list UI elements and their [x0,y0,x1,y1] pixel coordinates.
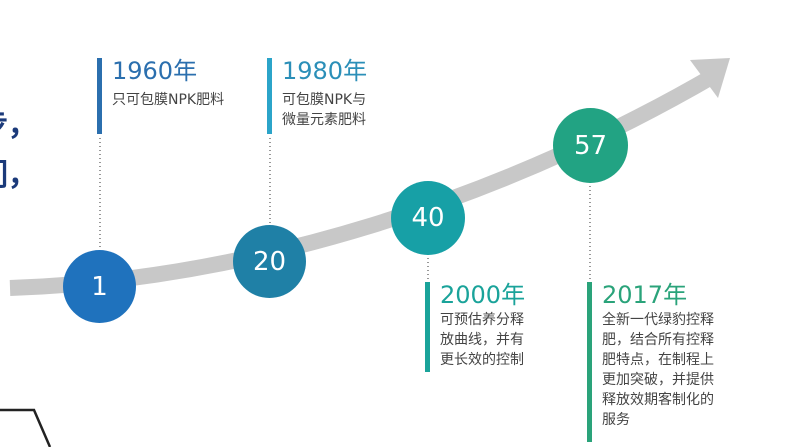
milestone-desc: 可预估养分释 放曲线，并有 更长效的控制 [440,312,524,368]
milestone-desc: 只可包膜NPK肥料 [112,92,225,108]
milestone-year: 2000年 [440,281,526,309]
milestone-year: 1960年 [112,57,198,85]
milestone-circle-1980: 20 [233,225,306,298]
milestone-year: 1980年 [282,57,368,85]
milestone-circle-2000: 40 [391,181,465,255]
milestone-1980: 1980年 可包膜NPK与 微量元素肥料 [267,58,367,134]
milestone-2000: 2000年 可预估养分释 放曲线，并有 更长效的控制 [425,282,525,372]
milestone-year: 2017年 [602,281,688,309]
edge-text-2: 们， [0,158,38,193]
milestone-desc: 全新一代绿豹控释 肥，结合所有控释 肥特点，在制程上 更加突破，并提供 释放效期… [602,312,714,428]
milestone-2017: 2017年 全新一代绿豹控释 肥，结合所有控释 肥特点，在制程上 更加突破，并提… [587,282,714,442]
milestone-circle-1960: 1 [63,250,136,323]
milestone-desc: 可包膜NPK与 微量元素肥料 [282,92,367,128]
milestone-1960: 1960年 只可包膜NPK肥料 [97,58,224,134]
edge-text-1: 步， [0,108,38,143]
milestone-circle-2017: 57 [553,108,628,183]
